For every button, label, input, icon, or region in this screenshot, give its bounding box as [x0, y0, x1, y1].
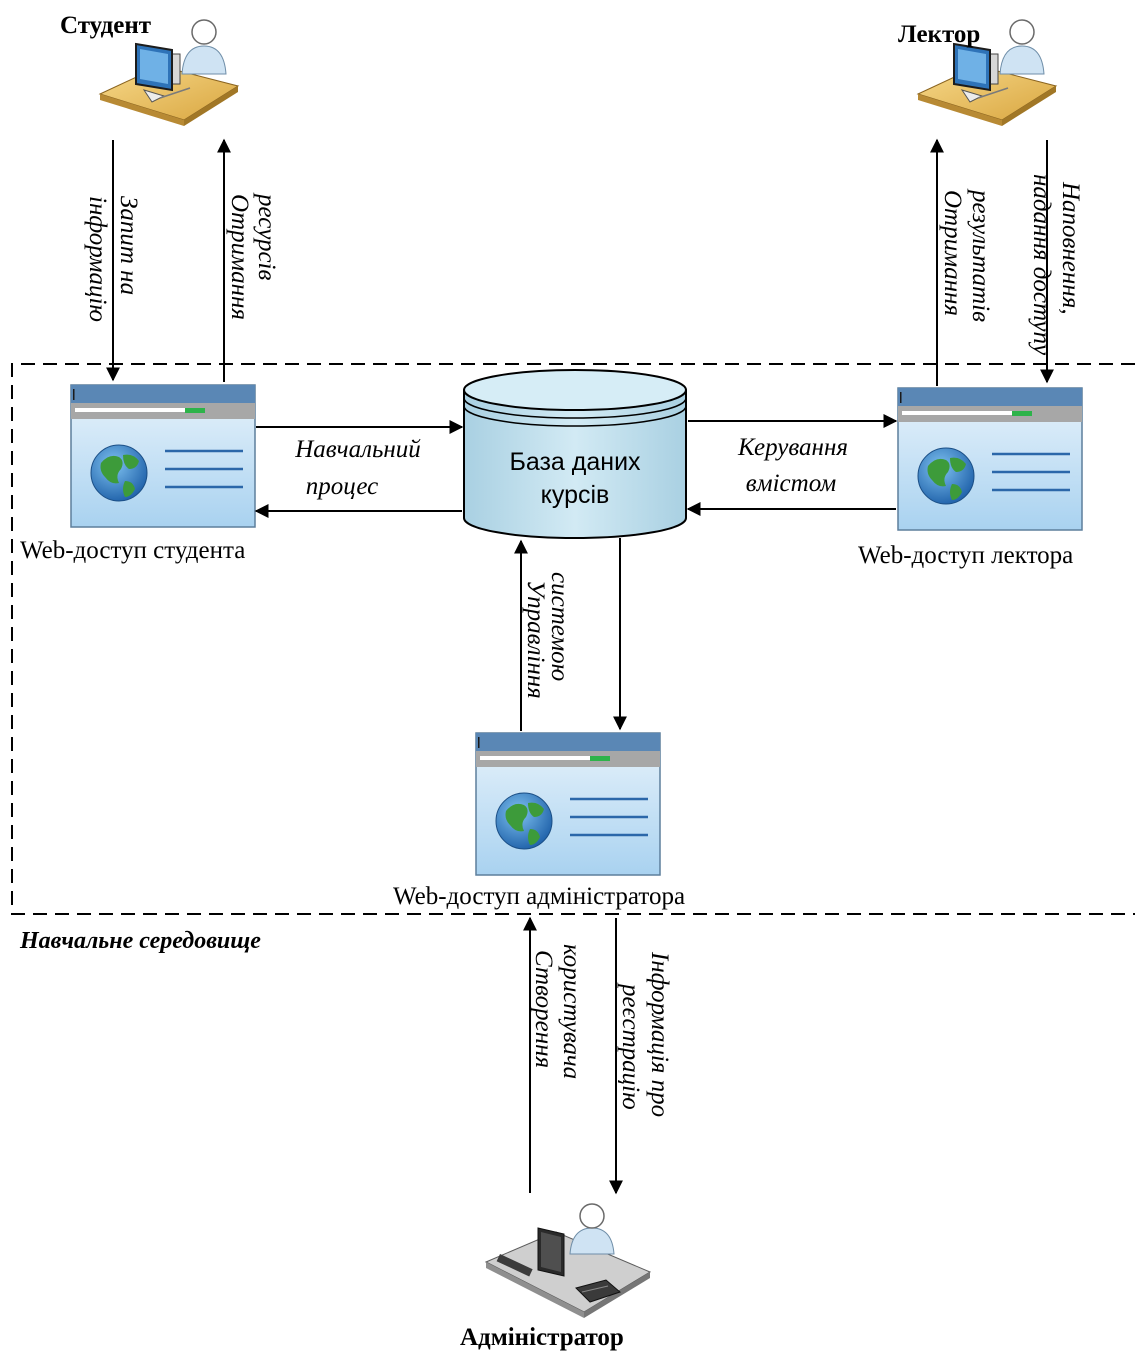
database-label-line2: курсів: [541, 481, 610, 509]
lecturer-label: Лектор: [898, 21, 980, 48]
lecturer-receive-label-2: результатів: [967, 188, 994, 322]
learning-process-label-2: процес: [306, 473, 379, 500]
content-management-label-2: вмістом: [746, 470, 836, 497]
lecturer-portal: Web-доступ лектора: [858, 386, 1084, 569]
lecturer-fill-label-1: Наповнення,: [1057, 181, 1084, 315]
student-label: Студент: [60, 12, 151, 39]
lecturer-portal-label: Web-доступ лектора: [858, 542, 1073, 569]
user-creation-label-1: Створення: [530, 950, 557, 1068]
lecturer-receive-label-1: Отримання: [939, 190, 966, 316]
admin-portal-label: Web-доступ адміністратора: [393, 883, 685, 910]
system-management-label-2: системою: [546, 572, 573, 681]
student-request-label-2: інформацію: [84, 196, 111, 322]
database-label-line1: База даних: [509, 448, 641, 476]
course-database: База даних курсів: [463, 369, 687, 539]
admin-portal: Web-доступ адміністратора: [393, 731, 685, 910]
student-receive-label-2: ресурсів: [253, 192, 280, 281]
user-creation-label-2: користувача: [558, 944, 585, 1079]
system-management-label-1: Управління: [522, 580, 549, 699]
student-portal: Web-доступ студента: [20, 383, 257, 564]
learning-process-label-1: Навчальний: [294, 436, 421, 463]
lecturer-fill-label-2: надання доступу: [1028, 174, 1055, 356]
student-request-label-1: Запит на: [115, 196, 142, 295]
environment-boundary: [11, 363, 1135, 915]
environment-label: Навчальне середовище: [19, 928, 261, 954]
student-receive-label-1: Отримання: [226, 194, 253, 320]
registration-info-label-2: реєстрацію: [617, 982, 644, 1110]
registration-info-label-1: Інформація про: [646, 951, 673, 1117]
student-actor: Студент: [60, 12, 239, 127]
student-portal-label: Web-доступ студента: [20, 537, 245, 564]
content-management-label-1: Керування: [737, 434, 848, 461]
admin-label: Адміністратор: [460, 1324, 624, 1351]
lecturer-actor: Лектор: [898, 19, 1057, 127]
admin-actor: Адміністратор: [460, 1203, 651, 1351]
